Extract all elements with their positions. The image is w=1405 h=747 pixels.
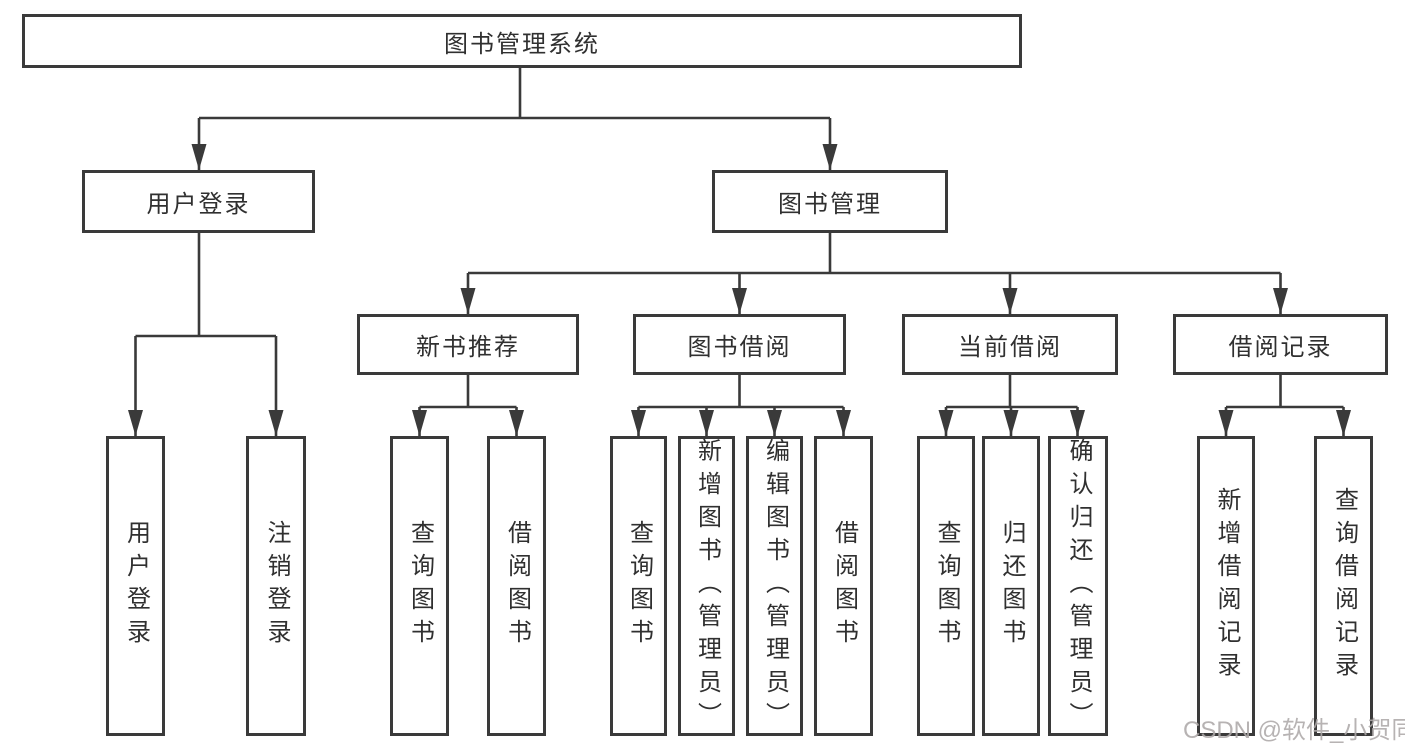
node-new-book-recommend: 新书推荐 [357, 314, 579, 375]
leaf-add-borrow-record: 新增借阅记录 [1197, 436, 1255, 736]
leaf-user-login: 用户登录 [106, 436, 165, 736]
leaf-logout: 注销登录 [246, 436, 306, 736]
leaf-query-books-1: 查询图书 [390, 436, 449, 736]
node-current-borrow: 当前借阅 [902, 314, 1118, 375]
node-borrow-records: 借阅记录 [1173, 314, 1388, 375]
leaf-return-book: 归还图书 [982, 436, 1040, 736]
leaf-borrow-books-1: 借阅图书 [487, 436, 546, 736]
leaf-confirm-return-admin: 确认归还（管理员） [1048, 436, 1108, 736]
node-root-system: 图书管理系统 [22, 14, 1022, 68]
csdn-watermark: CSDN @软件_小贺同学 [1183, 717, 1405, 744]
leaf-query-books-2: 查询图书 [610, 436, 667, 736]
leaf-borrow-books-2: 借阅图书 [814, 436, 873, 736]
leaf-add-book-admin: 新增图书（管理员） [678, 436, 735, 736]
leaf-query-borrow-record: 查询借阅记录 [1314, 436, 1373, 736]
node-user-login: 用户登录 [82, 170, 315, 233]
node-book-management: 图书管理 [712, 170, 948, 233]
leaf-query-books-3: 查询图书 [917, 436, 975, 736]
leaf-edit-book-admin: 编辑图书（管理员） [746, 436, 803, 736]
node-book-borrow: 图书借阅 [633, 314, 846, 375]
